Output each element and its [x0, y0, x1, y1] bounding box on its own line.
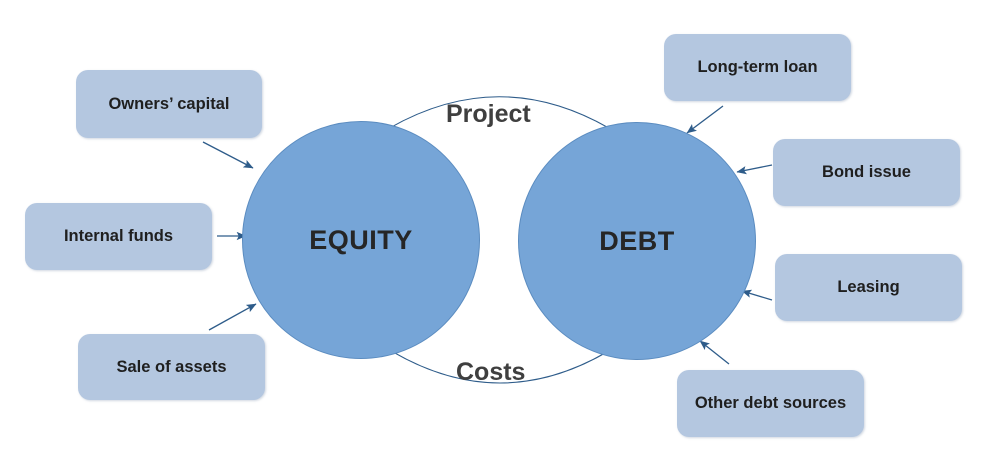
- source-box-leasing[interactable]: Leasing: [775, 254, 962, 321]
- equity-circle[interactable]: EQUITY: [242, 121, 480, 359]
- source-box-sale-of-assets[interactable]: Sale of assets: [78, 334, 265, 400]
- source-box-label: Owners’ capital: [108, 94, 230, 113]
- arrow-owners-capital: [202, 141, 254, 169]
- source-box-label: Bond issue: [822, 163, 911, 181]
- debt-circle[interactable]: DEBT: [518, 122, 756, 360]
- arrow-leasing: [741, 289, 773, 301]
- arrow-bond-issue: [736, 164, 773, 175]
- arrow-other-debt: [699, 340, 730, 365]
- arrow-sale-of-assets: [208, 303, 257, 331]
- source-box-other-debt-sources[interactable]: Other debt sources: [677, 370, 864, 437]
- source-box-label: Other debt sources: [694, 394, 847, 412]
- equity-circle-label: EQUITY: [309, 224, 413, 255]
- source-box-long-term-loan[interactable]: Long-term loan: [664, 34, 851, 101]
- debt-circle-label: DEBT: [599, 225, 675, 256]
- source-box-label: Long-term loan: [697, 58, 818, 76]
- source-box-label: Leasing: [837, 278, 900, 296]
- source-box-bond-issue[interactable]: Bond issue: [773, 139, 960, 206]
- project-label: Project: [446, 100, 531, 128]
- source-box-label: Sale of assets: [116, 357, 227, 376]
- source-box-internal-funds[interactable]: Internal funds: [25, 203, 212, 270]
- source-box-label: Internal funds: [63, 227, 174, 245]
- costs-label: Costs: [456, 358, 526, 386]
- arrow-long-term-loan: [686, 105, 724, 134]
- source-box-owners-capital[interactable]: Owners’ capital: [76, 70, 262, 138]
